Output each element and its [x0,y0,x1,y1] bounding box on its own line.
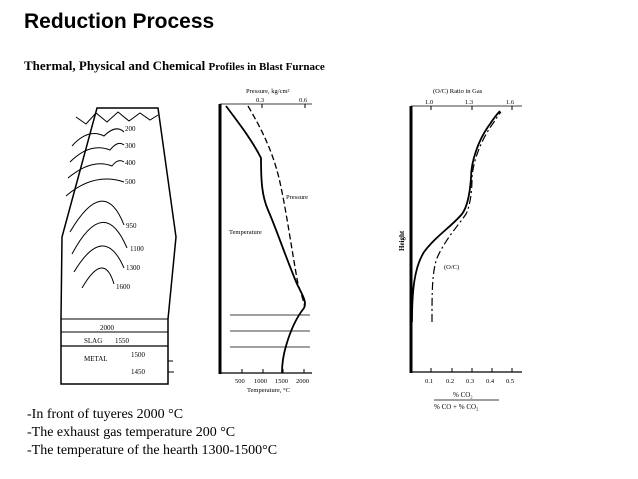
isotherm-950-label: 950 [126,222,137,230]
co2-tick-0-5: 0.5 [506,378,514,385]
temperature-tick-500: 500 [235,378,245,385]
subtitle-rest: Profiles in Blast Furnace [208,61,325,73]
co2-ratio-curve [411,110,501,323]
isotherm-1600-curve [81,267,115,289]
co2-tick-0-4: 0.4 [486,378,495,385]
burden-top-line [75,111,159,125]
furnace-diagram [60,107,177,385]
isotherm-500-curve [65,178,125,197]
note-tuyere-temperature: -In front of tuyeres 2000 °C [27,407,184,422]
ratio-tick-1-0: 1.0 [425,99,433,106]
slag-temp-label: 1550 [115,337,130,345]
isotherm-1300-curve [73,245,125,273]
ratio-plot [409,105,522,373]
furnace-labels: 200 300 400 500 950 1100 1300 1600 2000 … [84,125,146,376]
co2-fraction-denominator: % CO + % CO₂ [434,403,479,411]
isotherm-300-label: 300 [125,142,136,150]
furnace-outline [60,107,177,385]
pressure-curve [247,105,306,308]
subtitle-bold: Thermal, Physical and Chemical [24,58,206,73]
ratio-tick-1-3: 1.3 [465,99,473,106]
metal-lower-temp-label: 1450 [131,368,146,376]
isotherm-400-label: 400 [125,159,136,167]
temperature-curve [225,105,306,374]
notes-list: -In front of tuyeres 2000 °C -The exhaus… [27,406,277,460]
isotherm-950-curve [69,200,125,233]
note-exhaust-temperature: -The exhaust gas temperature 200 °C [27,425,236,440]
pressure-axis-label: Pressure, kg/cm² [246,88,290,95]
isotherm-300-curve [69,142,125,163]
pressure-curve-label: Pressure [286,194,308,201]
hearth-temp-label: 2000 [100,324,115,332]
temperature-axis-label: Temperature, °C [247,387,290,394]
isotherm-500-label: 500 [125,178,136,186]
profile-plot-labels: Pressure, kg/cm² 0.3 0.6 500 1000 1500 2… [229,88,309,394]
ratio-axis-label: (O/C) Ratio in Gas [433,88,483,95]
temperature-tick-2000: 2000 [296,378,309,385]
slide-subtitle: Thermal, Physical and Chemical Profiles … [24,58,325,74]
isotherm-400-curve [67,160,125,179]
isotherm-1300-label: 1300 [126,264,141,272]
isotherm-200-label: 200 [125,125,136,133]
height-axis-label: Height [398,230,406,251]
ratio-plot-labels: (O/C) Ratio in Gas 1.0 1.3 1.6 Height 0.… [398,88,515,411]
metal-upper-temp-label: 1500 [131,351,146,359]
pressure-tick-0-3: 0.3 [256,97,264,104]
slide-title: Reduction Process [24,10,215,33]
note-hearth-temperature: -The temperature of the hearth 1300-1500… [27,443,278,458]
isotherm-1100-curve [71,221,128,255]
co2-tick-0-1: 0.1 [425,378,433,385]
profile-plot [218,103,312,374]
co2-fraction-numerator: % CO₂ [453,391,473,399]
isotherm-1100-label: 1100 [130,245,144,253]
metal-label: METAL [84,355,108,363]
temperature-tick-1000: 1000 [254,378,267,385]
temperature-tick-1500: 1500 [275,378,288,385]
oc-curve-label: (O/C) [444,264,459,271]
ratio-tick-1-6: 1.6 [506,99,515,106]
co2-tick-0-2: 0.2 [446,378,454,385]
co2-tick-0-3: 0.3 [466,378,474,385]
temperature-curve-label: Temperature [229,229,262,236]
oc-ratio-curve [431,111,502,323]
slag-label: SLAG [84,337,102,345]
pressure-tick-0-6: 0.6 [299,97,308,104]
isotherm-200-curve [71,128,125,147]
isotherm-1600-label: 1600 [116,283,131,291]
